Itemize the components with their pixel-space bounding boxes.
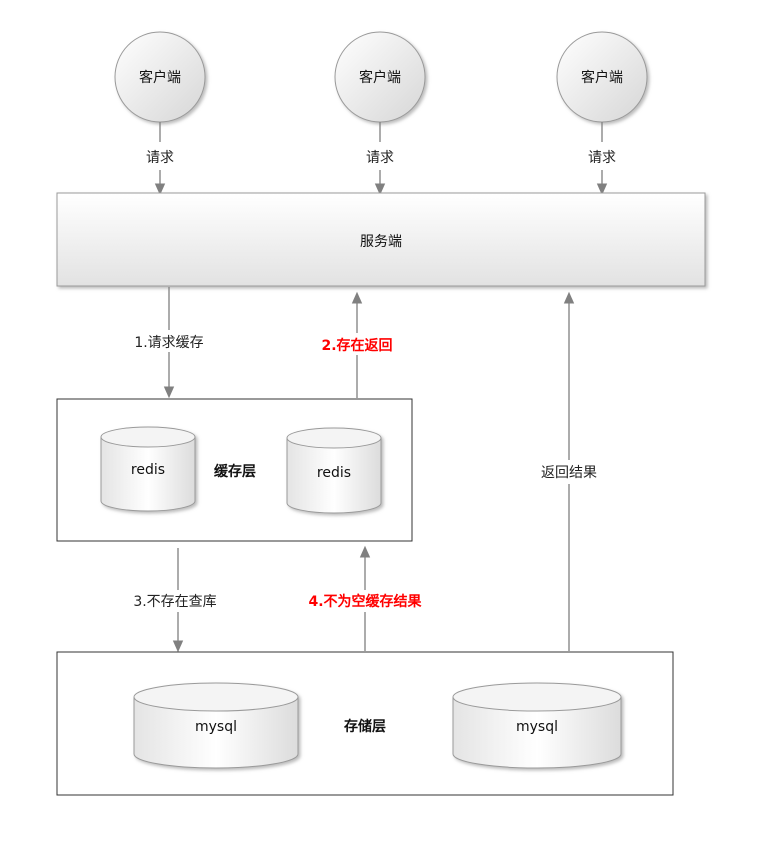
server-label: 服务端 <box>360 234 402 250</box>
not-empty-cache-label: 4.不为空缓存结果 <box>308 593 422 610</box>
mysql-node-2-label: mysql <box>516 719 558 735</box>
client-3-label: 客户端 <box>581 69 623 86</box>
redis-node-1-label: redis <box>131 462 165 478</box>
request-cache-label: 1.请求缓存 <box>134 335 203 351</box>
mysql-node-1-label: mysql <box>195 719 237 735</box>
not-exist-query-label: 3.不存在查库 <box>133 594 216 610</box>
request-label-3: 请求 <box>588 150 616 166</box>
request-label-1: 请求 <box>146 150 174 166</box>
client-2-label: 客户端 <box>359 69 401 86</box>
exists-return-label: 2.存在返回 <box>321 337 392 354</box>
redis-node-1 <box>100 426 196 512</box>
return-result-label-bg <box>528 460 612 484</box>
server-box <box>56 192 706 287</box>
redis-node-2 <box>286 427 382 514</box>
redis-node-2-label: redis <box>317 465 351 481</box>
mysql-node-2 <box>452 682 622 769</box>
cache-layer-label: 缓存层 <box>214 463 256 480</box>
request-cache-label-bg <box>108 330 230 352</box>
storage-layer-label: 存储层 <box>344 718 386 735</box>
return-result-label: 返回结果 <box>541 465 597 481</box>
request-label-2: 请求 <box>366 150 394 166</box>
client-1-label: 客户端 <box>139 69 181 86</box>
exists-return-label-bg <box>308 333 406 355</box>
not-exist-query-label-bg <box>112 590 242 612</box>
not-empty-cache-label-bg <box>290 590 440 612</box>
mysql-node-1 <box>133 682 299 769</box>
